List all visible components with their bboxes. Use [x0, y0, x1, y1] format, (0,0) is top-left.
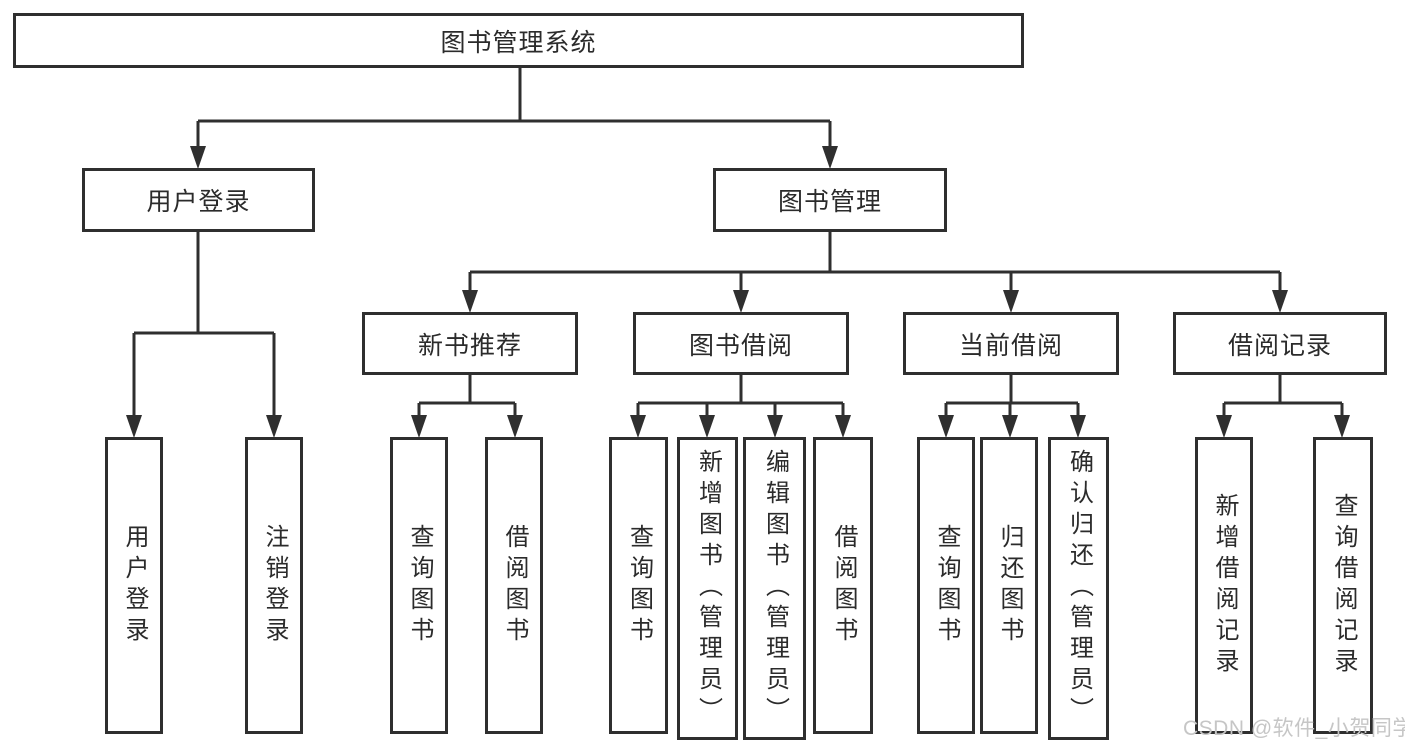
connector-book-management-to-level3 — [462, 232, 1288, 313]
leaf-user-login: 用户登录 — [105, 437, 163, 734]
leaf-borrow-books-label: 借阅图书 — [830, 523, 857, 648]
leaf-query-books-current-label: 查询图书 — [933, 523, 960, 648]
connector-new-book-recommend-to-children — [411, 375, 523, 438]
node-new-book-recommend: 新书推荐 — [362, 312, 578, 375]
leaf-borrow-books: 借阅图书 — [813, 437, 873, 734]
connector-borrow-records-to-children — [1216, 375, 1350, 438]
leaf-edit-books-admin-label: 编辑图书（管理员） — [761, 449, 789, 728]
leaf-query-books-borrow: 查询图书 — [609, 437, 668, 734]
leaf-logout: 注销登录 — [245, 437, 303, 734]
leaf-add-books-admin: 新增图书（管理员） — [677, 437, 738, 740]
leaf-query-books-recommend: 查询图书 — [390, 437, 448, 734]
leaf-return-books: 归还图书 — [980, 437, 1038, 734]
leaf-edit-books-admin: 编辑图书（管理员） — [743, 437, 806, 740]
leaf-query-books-borrow-label: 查询图书 — [625, 523, 653, 648]
connector-root-to-level2 — [190, 68, 838, 169]
leaf-confirm-return-admin-label: 确认归还（管理员） — [1065, 449, 1093, 728]
node-book-borrow: 图书借阅 — [633, 312, 849, 375]
node-book-management: 图书管理 — [713, 168, 947, 232]
node-user-login: 用户登录 — [82, 168, 315, 232]
leaf-logout-label: 注销登录 — [261, 523, 288, 648]
watermark: CSDN @软件_小贺同学 — [1183, 717, 1405, 740]
connector-current-borrow-to-children — [938, 375, 1086, 438]
leaf-add-books-admin-label: 新增图书（管理员） — [694, 449, 722, 728]
leaf-query-borrow-record: 查询借阅记录 — [1313, 437, 1373, 734]
leaf-query-books-current: 查询图书 — [917, 437, 975, 734]
leaf-borrow-books-recommend: 借阅图书 — [485, 437, 543, 734]
leaf-confirm-return-admin: 确认归还（管理员） — [1048, 437, 1109, 740]
connector-book-borrow-to-children — [630, 375, 851, 438]
leaf-user-login-label: 用户登录 — [121, 523, 148, 648]
leaf-return-books-label: 归还图书 — [996, 523, 1023, 648]
leaf-query-borrow-record-label: 查询借阅记录 — [1330, 492, 1357, 679]
leaf-borrow-books-recommend-label: 借阅图书 — [501, 523, 528, 648]
leaf-add-borrow-record-label: 新增借阅记录 — [1211, 492, 1238, 679]
leaf-add-borrow-record: 新增借阅记录 — [1195, 437, 1253, 734]
node-current-borrow: 当前借阅 — [903, 312, 1119, 375]
connector-user-login-to-children — [126, 232, 282, 438]
leaf-query-books-recommend-label: 查询图书 — [406, 523, 433, 648]
node-borrow-records: 借阅记录 — [1173, 312, 1387, 375]
node-library-management-system: 图书管理系统 — [13, 13, 1024, 68]
